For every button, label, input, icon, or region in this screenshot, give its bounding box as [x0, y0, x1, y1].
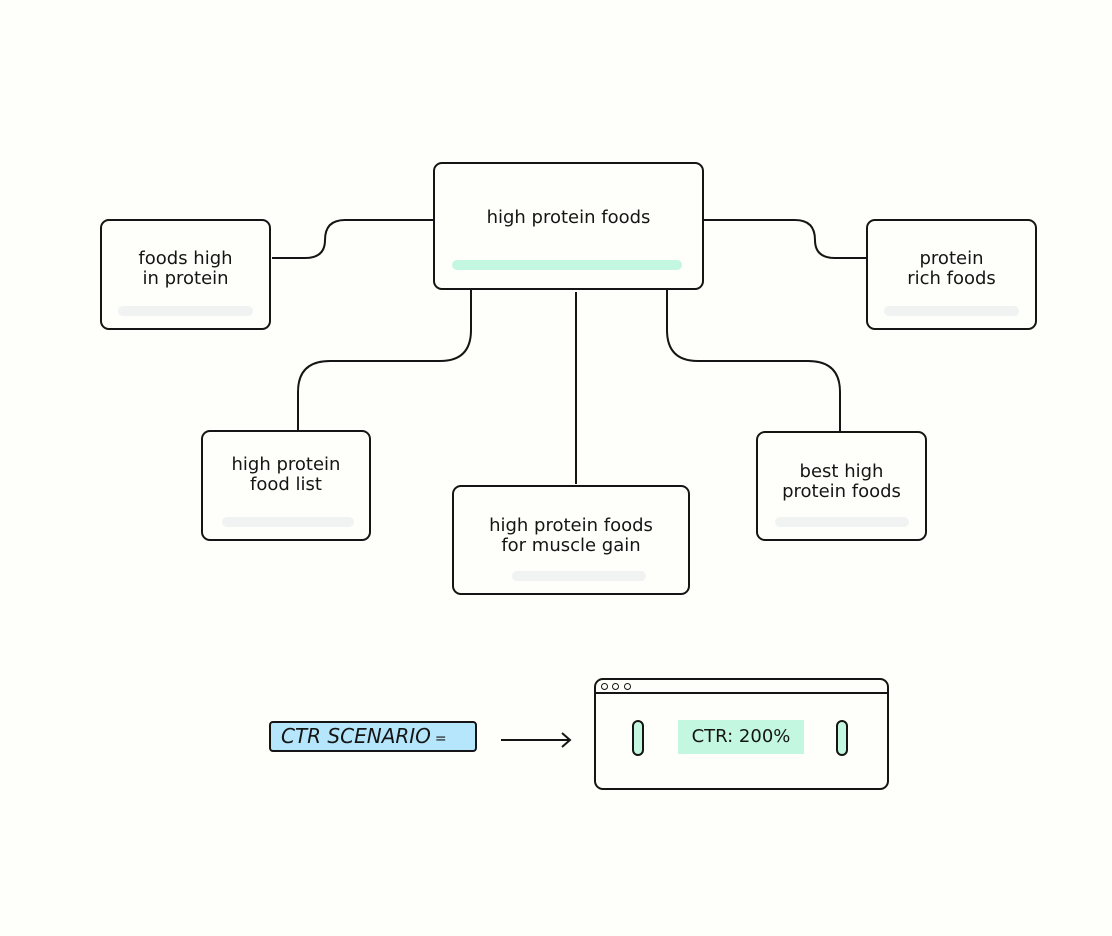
label-line: protein foods — [782, 481, 901, 502]
label-line: in protein — [142, 268, 229, 289]
pill-left-icon — [632, 720, 644, 756]
root-node-label: high protein foods — [486, 207, 651, 228]
label-line: best high — [799, 461, 884, 482]
ctr-scenario-text: CTR SCENARIO — [281, 724, 431, 748]
child-node-bar — [222, 517, 354, 527]
label-line: protein — [919, 248, 984, 269]
arrow-head-icon — [561, 732, 572, 748]
child-node-bar — [118, 306, 253, 316]
root-node-bar — [452, 260, 682, 270]
child-node-bar — [512, 571, 646, 581]
window-header-divider — [596, 692, 887, 694]
label-line: for muscle gain — [501, 535, 641, 556]
child-node-bar — [775, 517, 909, 527]
ctr-scenario-label: CTR SCENARIO= — [269, 721, 477, 752]
child-node-bar — [884, 306, 1019, 316]
connector-left — [272, 219, 434, 259]
equals-sign: = — [434, 731, 447, 747]
connector-bottom-right — [666, 290, 841, 432]
label-line: high protein foods — [489, 515, 653, 536]
pill-right-icon — [836, 720, 848, 756]
root-node: high protein foods — [433, 162, 704, 290]
browser-window: CTR: 200% — [594, 678, 889, 790]
label-line: foods high — [138, 248, 233, 269]
label-line: rich foods — [907, 268, 996, 289]
ctr-result: CTR: 200% — [678, 720, 804, 754]
window-dot-icon — [612, 683, 619, 690]
window-dot-icon — [601, 683, 608, 690]
label-line: food list — [250, 474, 322, 495]
connector-bottom-left — [297, 290, 472, 431]
window-dot-icon — [624, 683, 631, 690]
label-line: high protein — [231, 454, 341, 475]
connector-right — [703, 219, 867, 259]
